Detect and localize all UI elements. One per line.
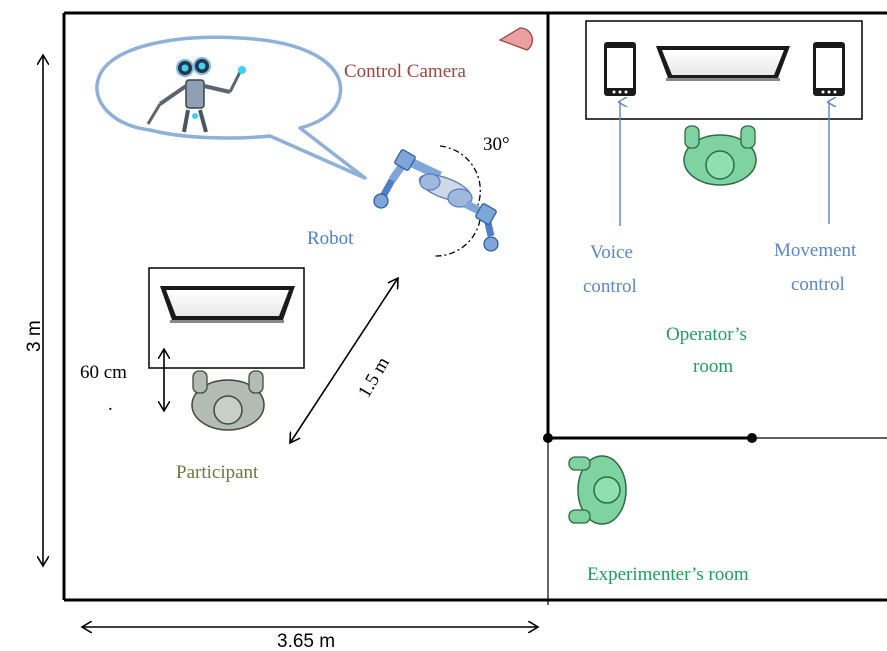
door-hinge-right — [747, 433, 757, 443]
door-hinge-left — [543, 433, 553, 443]
humanoid-robot-icon — [146, 57, 246, 133]
smartphone-icon — [813, 42, 845, 96]
operators-room-label-line2: room — [693, 356, 733, 377]
movement-control-label-line1: Movement — [774, 240, 857, 261]
robot-distance-arrow — [290, 278, 398, 443]
movement-control-label-line2: control — [791, 274, 845, 295]
experimenter-person-icon — [568, 455, 627, 525]
stray-dot: . — [108, 394, 113, 415]
control-camera-label: Control Camera — [344, 61, 466, 82]
robot-label: Robot — [307, 228, 354, 249]
laptop-icon — [656, 46, 790, 81]
robot-distance-label: 1.5 m — [354, 353, 394, 401]
experimenters-room-label: Experimenter’s room — [587, 564, 749, 585]
room-walls — [62, 11, 887, 605]
robot-arm-icon — [373, 145, 499, 257]
voice-control-label-line2: control — [583, 276, 637, 297]
voice-control-label-line1: Voice — [590, 242, 633, 263]
participant-distance-label: 60 cm — [80, 362, 127, 383]
participant-person-icon — [191, 370, 265, 431]
camera-icon — [498, 27, 534, 51]
participant-desk — [148, 267, 305, 369]
smartphone-icon — [604, 42, 636, 96]
room-width-label: 3.65 m — [277, 631, 335, 651]
operator-desk — [585, 20, 863, 120]
angle-label: 30° — [483, 134, 510, 155]
speech-bubble — [95, 35, 367, 180]
operators-room-label-line1: Operator’s — [666, 324, 747, 345]
laptop-icon — [160, 286, 295, 323]
participant-label: Participant — [176, 462, 259, 483]
room-height-label: 3 m — [24, 320, 45, 352]
operator-person-icon — [683, 125, 757, 186]
